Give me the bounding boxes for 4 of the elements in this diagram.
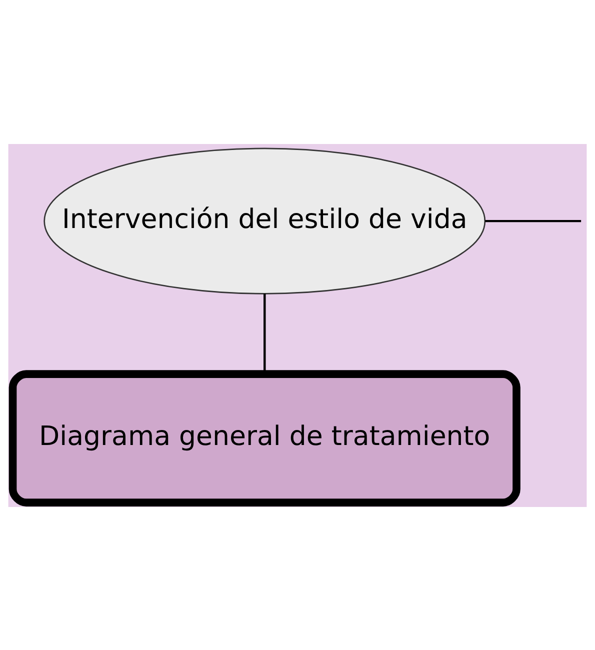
connector: [485, 219, 582, 222]
connector: [264, 293, 266, 374]
node-box: Diagrama general de tratamiento: [8, 370, 520, 506]
node-ellipse: Intervención del estilo de vida: [44, 147, 486, 294]
